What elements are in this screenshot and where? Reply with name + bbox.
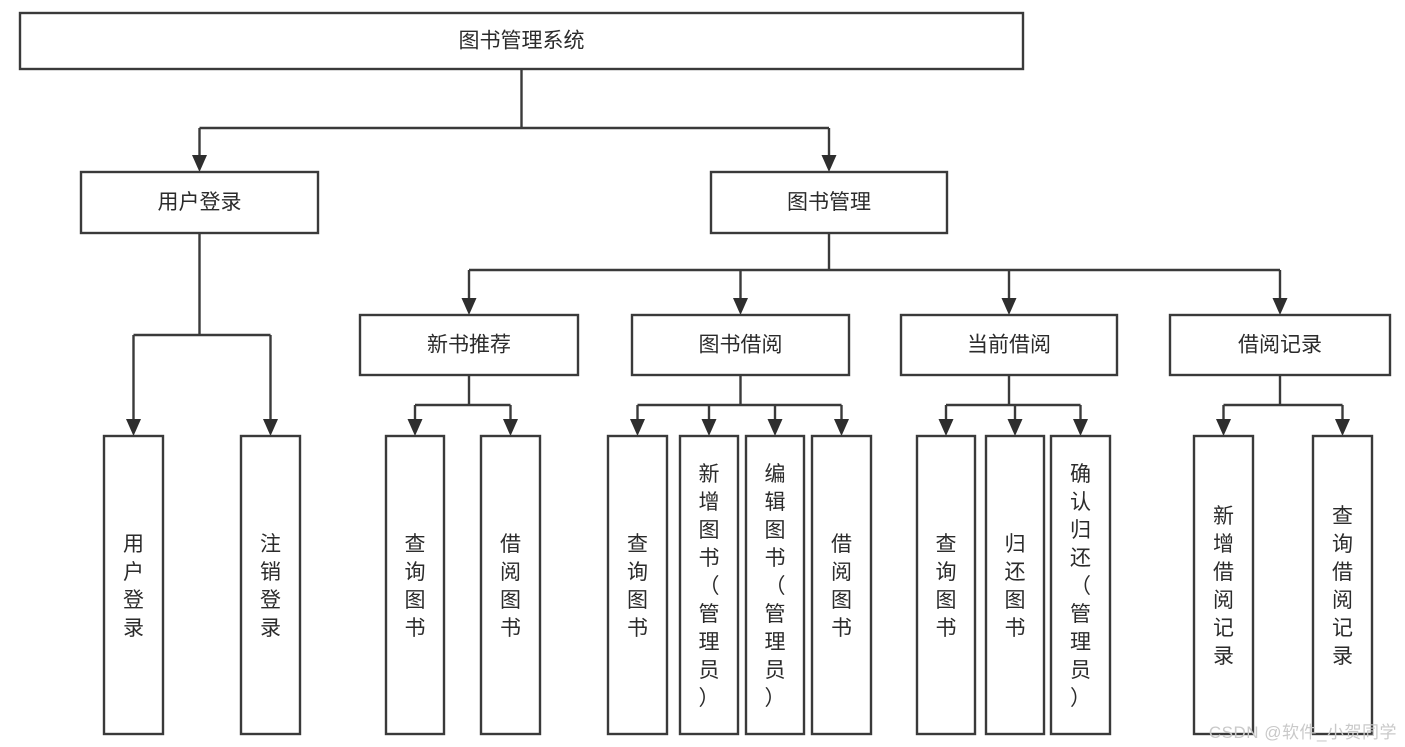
node-user-login[interactable]: 用户登录 (79, 170, 320, 235)
node-leaf-edit-book[interactable]: 编辑图书（管理员） (744, 434, 806, 736)
node-box-leaf-edit-book (744, 434, 806, 736)
node-label-leaf-logout: 注销登录 (260, 533, 281, 640)
node-label-leaf-add-book: 新增图书（管理员） (699, 463, 720, 710)
node-box-leaf-borrow-book-2 (810, 434, 873, 736)
arrow-head-icon (192, 155, 207, 172)
node-box-root (18, 11, 1025, 71)
node-label-leaf-confirm-return: 确认归还（管理员） (1070, 463, 1091, 710)
arrow-head-icon (701, 419, 717, 436)
node-leaf-confirm-return[interactable]: 确认归还（管理员） (1049, 434, 1112, 736)
arrow-head-icon (821, 155, 837, 172)
node-label-book-manage: 图书管理 (787, 191, 871, 214)
arrow-head-icon (630, 419, 645, 436)
node-box-current-borrow (899, 313, 1119, 377)
node-layer: 图书管理系统用户登录图书管理新书推荐图书借阅当前借阅借阅记录用户登录注销登录查询… (18, 11, 1392, 736)
arrow-head-icon (1335, 419, 1350, 436)
node-box-leaf-query-record (1311, 434, 1374, 736)
node-box-book-borrow (630, 313, 851, 377)
node-label-leaf-query-record: 查询借阅记录 (1332, 505, 1353, 668)
node-leaf-logout[interactable]: 注销登录 (239, 434, 302, 736)
node-root[interactable]: 图书管理系统 (18, 11, 1025, 71)
node-label-root: 图书管理系统 (459, 30, 585, 53)
csdn-watermark: CSDN @软件_小贺同学 (1208, 723, 1397, 742)
edge-group-new-book-recommend (407, 375, 518, 436)
edge-group-user-login (126, 233, 278, 436)
arrow-head-icon (1007, 419, 1023, 436)
node-label-leaf-return-book: 归还图书 (1005, 533, 1026, 640)
node-leaf-add-record[interactable]: 新增借阅记录 (1192, 434, 1255, 736)
node-box-leaf-add-record (1192, 434, 1255, 736)
node-leaf-query-book-3[interactable]: 查询图书 (915, 434, 977, 736)
node-label-leaf-edit-book: 编辑图书（管理员） (765, 463, 786, 710)
edge-group-borrow-record (1216, 375, 1350, 436)
node-box-leaf-borrow-book-1 (479, 434, 542, 736)
arrow-head-icon (407, 419, 423, 436)
node-box-leaf-query-book-2 (606, 434, 669, 736)
node-box-leaf-query-book-3 (915, 434, 977, 736)
arrow-head-icon (834, 419, 849, 436)
node-label-leaf-query-book-1: 查询图书 (405, 533, 426, 640)
node-label-leaf-borrow-book-2: 借阅图书 (831, 533, 852, 640)
node-label-new-book-recommend: 新书推荐 (427, 334, 511, 357)
node-leaf-user-login[interactable]: 用户登录 (102, 434, 165, 736)
node-leaf-query-book-2[interactable]: 查询图书 (606, 434, 669, 736)
node-leaf-borrow-book-1[interactable]: 借阅图书 (479, 434, 542, 736)
node-leaf-borrow-book-2[interactable]: 借阅图书 (810, 434, 873, 736)
node-book-borrow[interactable]: 图书借阅 (630, 313, 851, 377)
arrow-head-icon (733, 298, 748, 315)
node-leaf-query-book-1[interactable]: 查询图书 (384, 434, 446, 736)
arrow-head-icon (126, 419, 141, 436)
node-label-leaf-query-book-3: 查询图书 (936, 533, 957, 640)
node-book-manage[interactable]: 图书管理 (709, 170, 949, 235)
node-current-borrow[interactable]: 当前借阅 (899, 313, 1119, 377)
node-label-leaf-user-login: 用户登录 (123, 533, 144, 640)
edge-group-book-borrow (630, 375, 849, 436)
arrow-head-icon (938, 419, 954, 436)
node-box-user-login (79, 170, 320, 235)
node-label-user-login: 用户登录 (158, 191, 242, 214)
edge-group-current-borrow (938, 375, 1088, 436)
node-box-leaf-query-book-1 (384, 434, 446, 736)
node-box-book-manage (709, 170, 949, 235)
node-label-leaf-add-record: 新增借阅记录 (1213, 505, 1234, 668)
node-leaf-query-record[interactable]: 查询借阅记录 (1311, 434, 1374, 736)
node-leaf-return-book[interactable]: 归还图书 (984, 434, 1046, 736)
node-label-borrow-record: 借阅记录 (1238, 334, 1322, 357)
arrow-head-icon (461, 298, 477, 315)
node-box-leaf-logout (239, 434, 302, 736)
node-box-leaf-add-book (678, 434, 740, 736)
edge-group-book-manage (461, 233, 1288, 315)
arrow-head-icon (503, 419, 518, 436)
arrow-head-icon (1073, 419, 1088, 436)
arrow-head-icon (1001, 298, 1017, 315)
arrow-head-icon (767, 419, 783, 436)
arrow-head-icon (1216, 419, 1231, 436)
arrow-head-icon (1272, 298, 1288, 315)
node-label-book-borrow: 图书借阅 (699, 334, 783, 357)
node-box-leaf-confirm-return (1049, 434, 1112, 736)
connector-layer (126, 69, 1350, 436)
edge-group-root (192, 69, 837, 172)
node-new-book-recommend[interactable]: 新书推荐 (358, 313, 580, 377)
node-label-leaf-query-book-2: 查询图书 (627, 533, 648, 640)
node-leaf-add-book[interactable]: 新增图书（管理员） (678, 434, 740, 736)
node-label-leaf-borrow-book-1: 借阅图书 (500, 533, 521, 640)
node-box-borrow-record (1168, 313, 1392, 377)
arrow-head-icon (263, 419, 278, 436)
node-box-new-book-recommend (358, 313, 580, 377)
node-borrow-record[interactable]: 借阅记录 (1168, 313, 1392, 377)
node-box-leaf-user-login (102, 434, 165, 736)
node-box-leaf-return-book (984, 434, 1046, 736)
node-label-current-borrow: 当前借阅 (967, 334, 1051, 357)
